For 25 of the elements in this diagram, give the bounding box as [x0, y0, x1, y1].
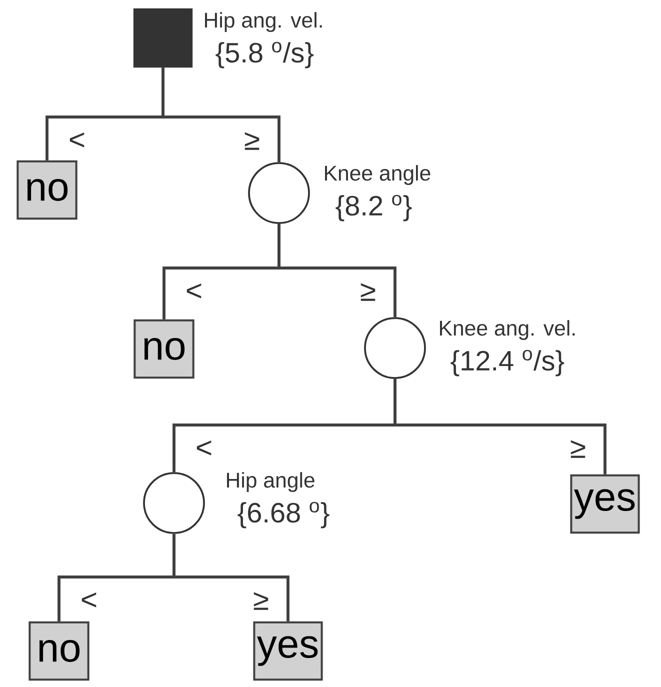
edge-label: <: [186, 283, 202, 298]
branch-line: [162, 68, 280, 162]
leaf-box: yes: [253, 621, 323, 681]
edge-label: <: [196, 440, 212, 456]
edge-label: ≥: [570, 440, 586, 458]
leaf-box: no: [134, 319, 194, 379]
node-caption: Hip ang. vel.: [205, 12, 322, 32]
node-caption: Knee angle: [325, 165, 430, 185]
node-caption: Knee ang. vel.: [440, 320, 575, 340]
node-caption: Hip angle: [227, 472, 314, 492]
edge-label: ≥: [244, 132, 260, 150]
leaf-box: no: [28, 621, 90, 681]
edge-label: ≥: [360, 283, 376, 301]
leaf-box: no: [16, 160, 78, 220]
node-caption: {8.2 $^{o}$}: [336, 194, 412, 222]
edge-label: <: [82, 592, 96, 608]
node-caption: {6.68 $^{o}$}: [238, 502, 330, 528]
branch-line: [172, 534, 290, 622]
node-caption: {5.8 $^{o}$/s}: [216, 42, 314, 68]
branch-line: [394, 378, 606, 474]
leaf-box: yes: [570, 474, 640, 534]
edge-label: <: [70, 132, 84, 148]
branch-line: [278, 224, 396, 318]
edge-label: ≥: [254, 592, 268, 610]
node-caption: {12.4 $^{o}$/s}: [450, 350, 564, 376]
